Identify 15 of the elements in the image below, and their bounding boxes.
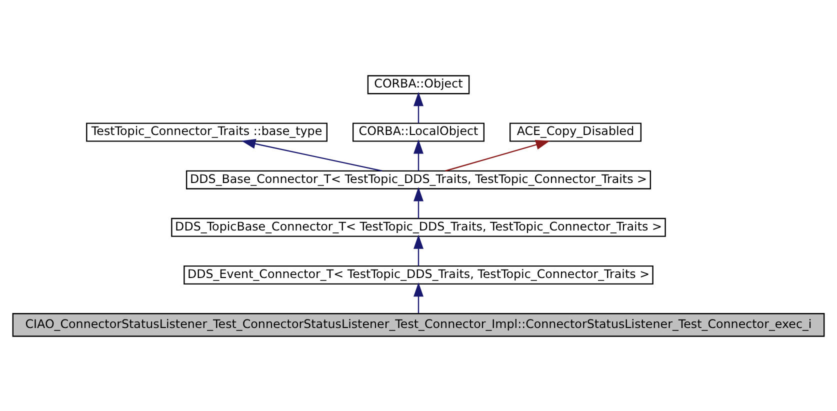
node-box: DDS_Event_Connector_T< TestTopic_DDS_Traits, TestTopic_Connector_Traits > <box>184 264 654 284</box>
arrow <box>414 91 424 123</box>
arrow <box>241 138 382 171</box>
node-box: CORBA::Object <box>367 74 470 94</box>
arrow <box>414 282 424 313</box>
node-box: TestTopic_Connector_Traits ::base_type <box>86 122 328 142</box>
arrow <box>414 234 424 266</box>
node-box: CORBA::LocalObject <box>352 122 485 142</box>
node-box: DDS_TopicBase_Connector_T< TestTopic_DDS_Traits, TestTopic_Connector_Traits > <box>171 217 666 236</box>
node-box: ACE_Copy_Disabled <box>509 122 642 142</box>
node-box: CIAO_ConnectorStatusListener_Test_ConnectorStatusListener_Test_Connector_Impl::ConnectorStatusListener_Test_Connector_exec_i <box>12 312 825 336</box>
node-box: DDS_Base_Connector_T< TestTopic_DDS_Traits, TestTopic_Connector_Traits > <box>186 170 652 189</box>
arrow <box>445 139 550 171</box>
arrow <box>414 186 424 218</box>
arrow <box>414 138 424 170</box>
